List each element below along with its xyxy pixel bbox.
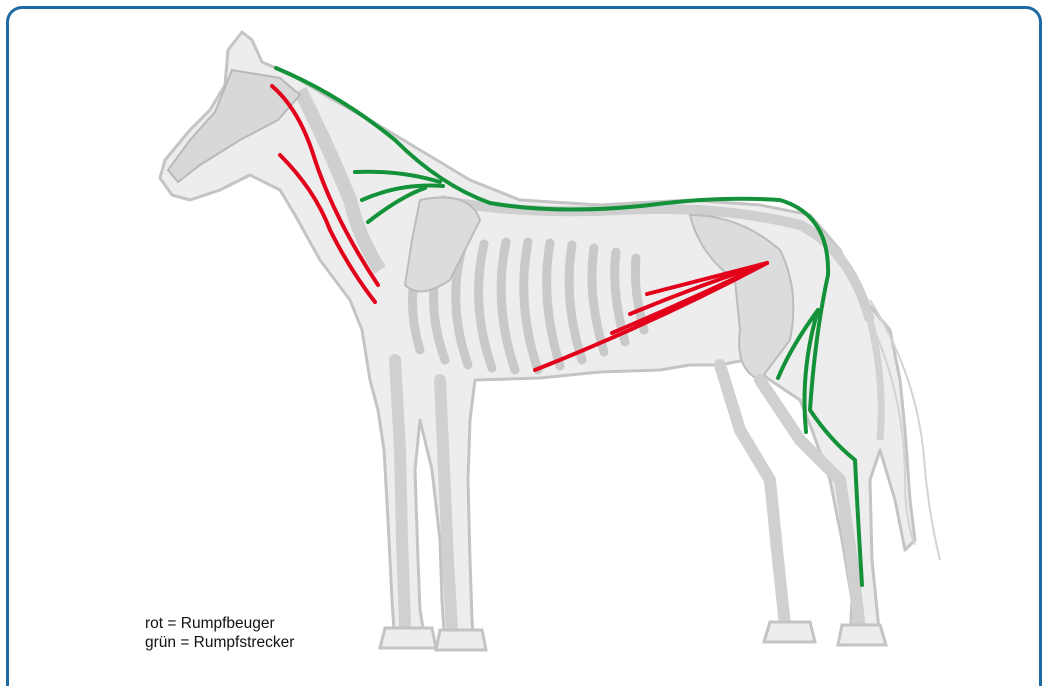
- legend-red: rot = Rumpfbeuger: [145, 614, 294, 633]
- horse-outline: [160, 32, 915, 648]
- horse-silhouette: [160, 32, 915, 648]
- legend: rot = Rumpfbeuger grün = Rumpfstrecker: [145, 614, 294, 652]
- legend-green: grün = Rumpfstrecker: [145, 633, 294, 652]
